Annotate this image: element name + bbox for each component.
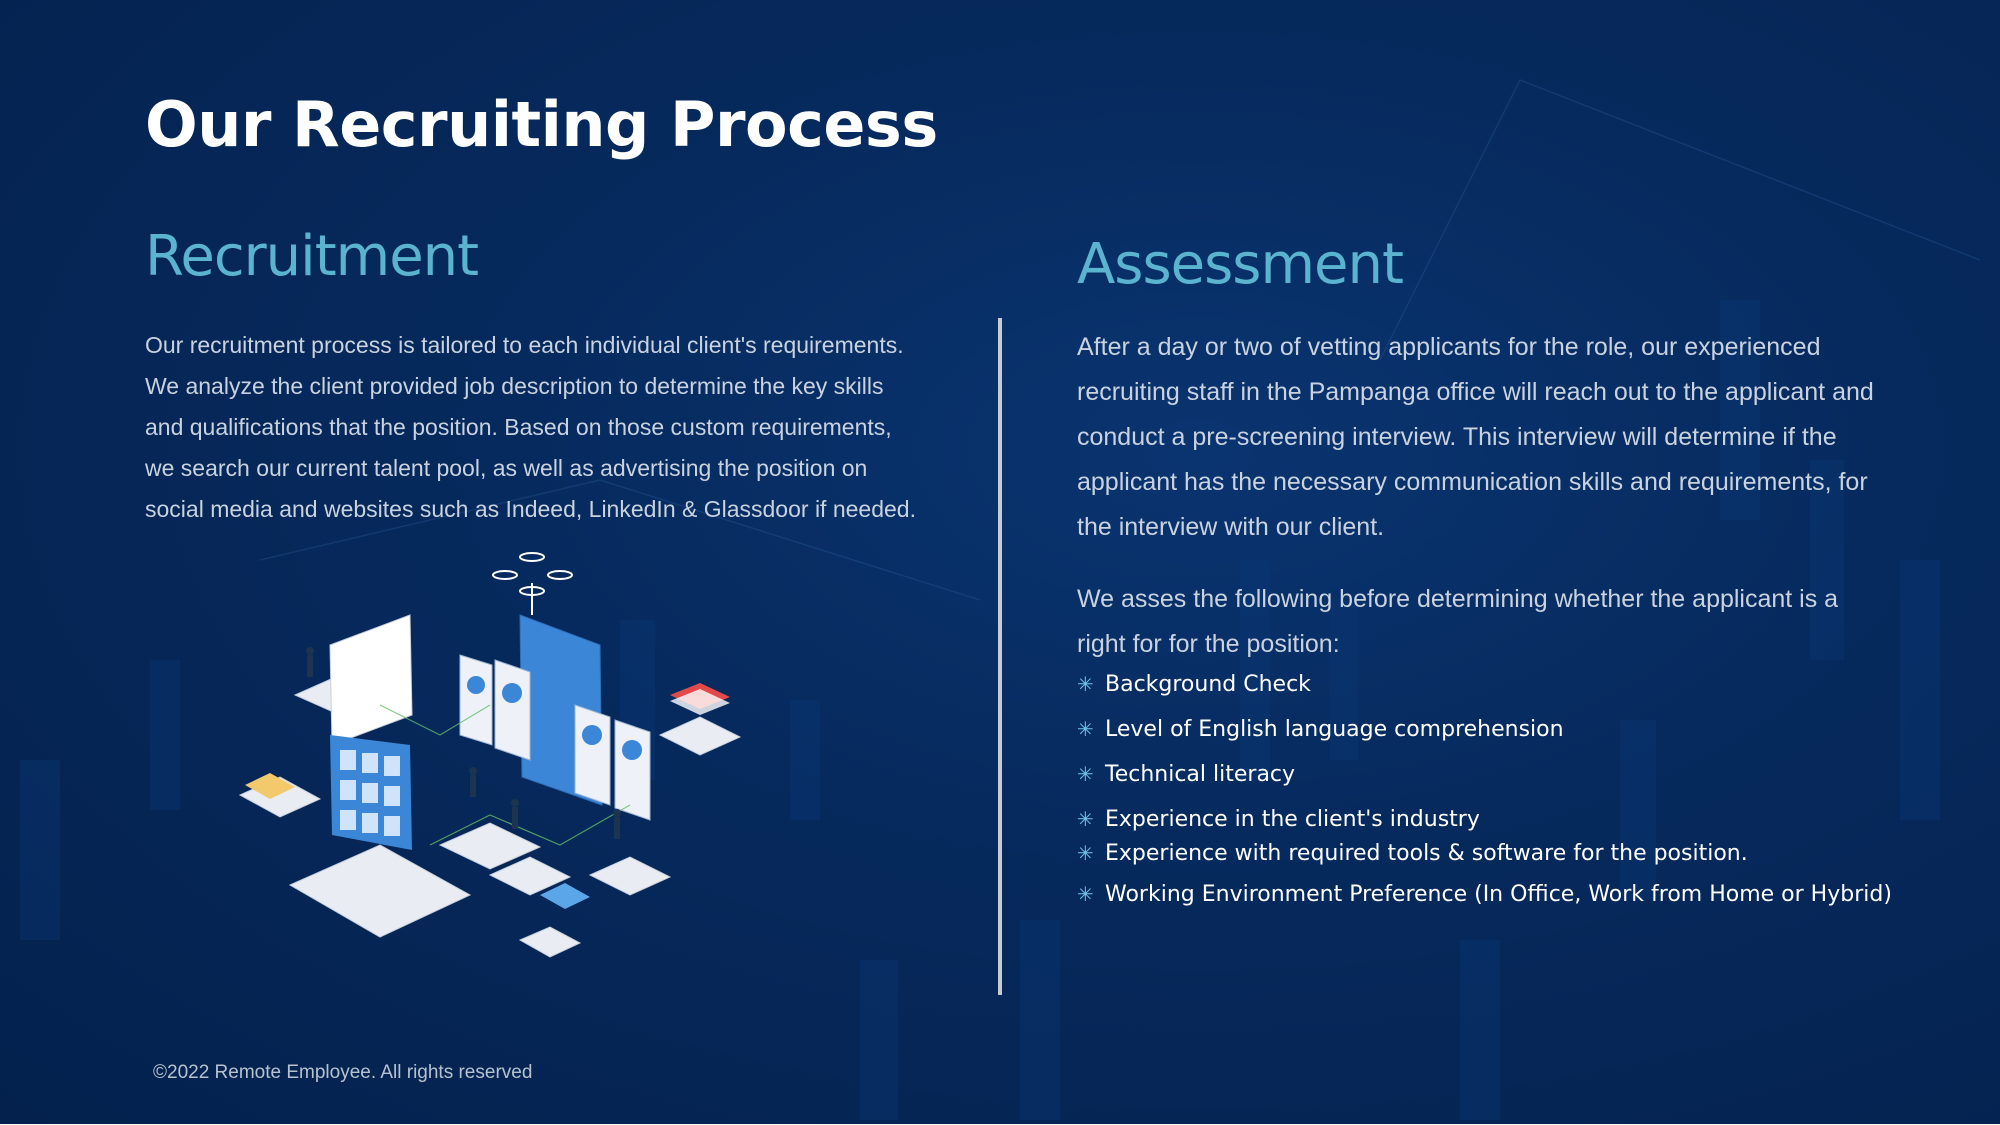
list-item-label: Working Environment Preference (In Offic… [1105, 882, 1892, 907]
assessment-criteria-intro: We asses the following before determinin… [1077, 585, 1839, 658]
column-divider [998, 318, 1002, 995]
assessment-heading: Assessment [1077, 232, 1404, 297]
list-item-label: Technical literacy [1105, 762, 1296, 787]
recruitment-text: Our recruitment process is tailored to e… [145, 332, 916, 522]
sparkle-bullet-icon: ✳ [1077, 762, 1094, 786]
recruitment-illustration [238, 552, 742, 958]
page-title: Our Recruiting Process [145, 88, 938, 161]
sparkle-bullet-icon: ✳ [1077, 717, 1094, 741]
list-item: ✳ Experience with required tools & softwa… [1077, 841, 1748, 866]
list-item-label: Level of English language comprehension [1105, 717, 1564, 742]
list-item: ✳ Technical literacy [1077, 762, 1295, 787]
recruitment-heading: Recruitment [145, 224, 479, 289]
list-item: ✳ Experience in the client's industry [1077, 807, 1480, 832]
sparkle-bullet-icon: ✳ [1077, 807, 1094, 831]
list-item: ✳ Level of English language comprehension [1077, 717, 1564, 742]
assessment-text: After a day or two of vetting applicants… [1077, 333, 1874, 541]
copyright-footer: ©2022 Remote Employee. All rights reserv… [153, 1062, 533, 1083]
sparkle-bullet-icon: ✳ [1077, 841, 1094, 865]
list-item: ✳ Background Check [1077, 672, 1311, 697]
list-item-label: Experience in the client's industry [1105, 807, 1480, 832]
list-item-label: Experience with required tools & softwar… [1105, 841, 1748, 866]
list-item-label: Background Check [1105, 672, 1311, 697]
sparkle-bullet-icon: ✳ [1077, 672, 1094, 696]
list-item: ✳ Working Environment Preference (In Offi… [1077, 882, 1892, 907]
sparkle-bullet-icon: ✳ [1077, 882, 1094, 906]
